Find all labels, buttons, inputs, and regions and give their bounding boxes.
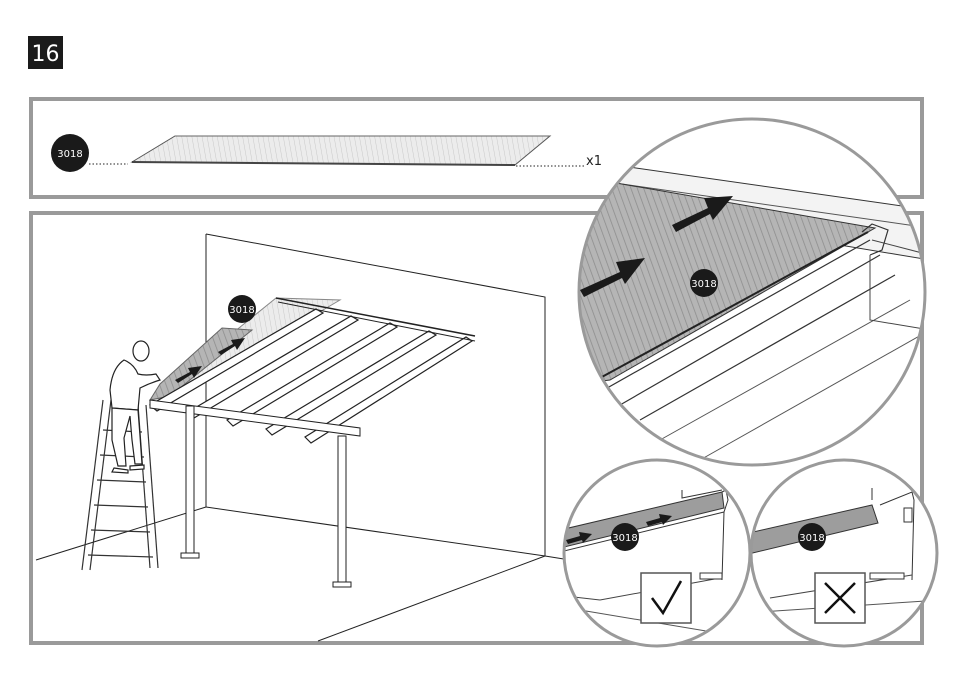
zoom-panel-badge: 3018	[690, 269, 718, 297]
incorrect-panel-badge: 3018	[798, 523, 826, 551]
part-badge: 3018	[51, 134, 89, 172]
correct-detail: 3018	[560, 460, 760, 646]
correct-panel-badge: 3018	[611, 523, 639, 551]
incorrect-panel-label: 3018	[799, 533, 824, 544]
main-panel-badge: 3018	[228, 295, 256, 323]
step-number-badge: 16	[28, 36, 63, 69]
incorrect-detail: 3018	[740, 460, 940, 646]
polycarbonate-panel-drawing	[132, 136, 550, 165]
main-panel-label: 3018	[229, 305, 254, 316]
part-id-label: 3018	[57, 149, 82, 160]
cross-mark-icon	[815, 573, 865, 623]
correct-panel-label: 3018	[612, 533, 637, 544]
zoom-panel-label: 3018	[691, 279, 716, 290]
zoom-detail: 3018	[570, 119, 930, 465]
step-number: 16	[32, 42, 60, 67]
part-quantity: x1	[586, 154, 602, 169]
main-scene	[36, 234, 620, 641]
check-mark-icon	[641, 573, 691, 623]
floor-line	[206, 507, 545, 556]
